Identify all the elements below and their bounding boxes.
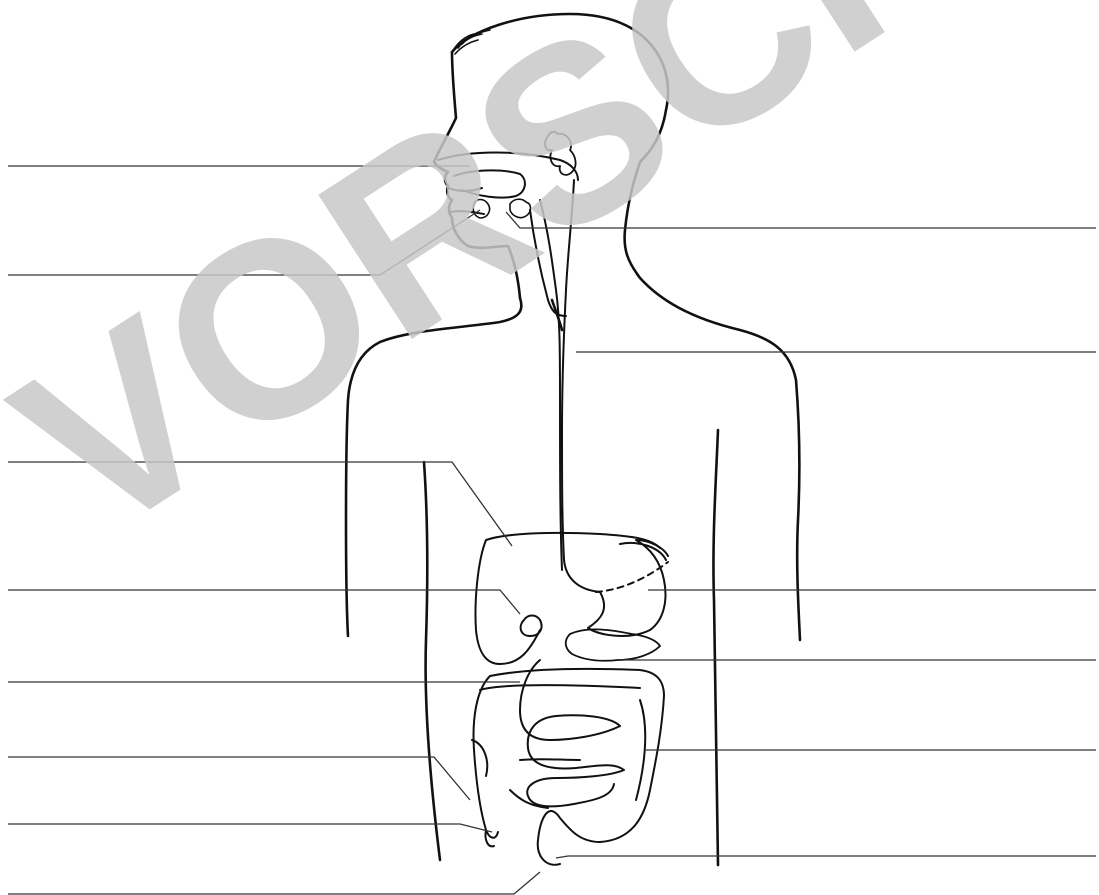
label-line-left-7[interactable] (8, 824, 492, 832)
pharynx (562, 180, 574, 560)
label-line-left-6[interactable] (8, 757, 470, 800)
pancreas (566, 629, 660, 660)
head-outline (452, 14, 800, 640)
label-line-left-8[interactable] (8, 872, 540, 894)
label-line-right-1[interactable] (506, 212, 1096, 228)
submandibular-gland (510, 199, 531, 217)
body-outline (346, 14, 800, 865)
label-line-left-2[interactable] (8, 210, 480, 275)
tongue (454, 170, 525, 197)
face-profile (434, 52, 520, 298)
large-intestine (472, 669, 664, 865)
right-torso (713, 430, 718, 865)
label-line-right-6[interactable] (556, 856, 1096, 858)
left-torso (424, 462, 440, 860)
hair (452, 30, 490, 54)
label-line-left-4[interactable] (8, 590, 520, 614)
small-intestine (510, 660, 624, 808)
parotid-gland (545, 132, 576, 175)
label-line-left-3[interactable] (8, 462, 512, 546)
liver (475, 533, 660, 664)
gallbladder (521, 616, 542, 637)
trachea (530, 210, 566, 316)
left-shoulder (346, 298, 521, 636)
label-leaders-left (8, 166, 540, 894)
stomach-fold (596, 562, 668, 592)
esophagus (540, 200, 562, 570)
digestive-organs (438, 132, 668, 865)
label-leaders-right (506, 212, 1096, 858)
sublingual-gland (473, 200, 489, 219)
stomach (564, 540, 668, 636)
